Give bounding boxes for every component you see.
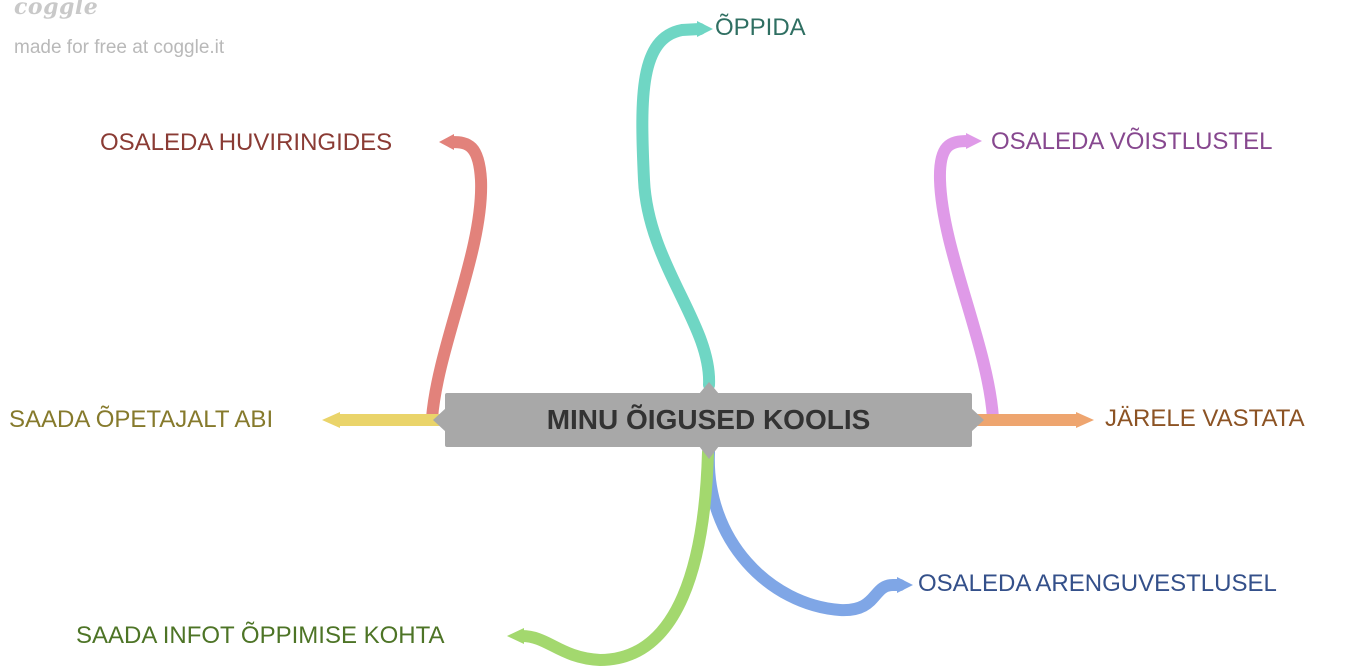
branch-line-voistlustel [933,135,999,424]
branch-arrow-voistlustel [966,133,982,149]
branch-arrow-jarele-vastata [1076,412,1094,428]
branch-arrow-oppida [697,21,713,37]
watermark-text: made for free at coggle.it [14,37,225,58]
branch-label-infot-oppimise[interactable]: SAADA INFOT ÕPPIMISE KOHTA [76,622,445,649]
branch-line-infot-oppimise [516,446,714,667]
branch-label-arenguvestlusel[interactable]: OSALEDA ARENGUVESTLUSEL [918,570,1277,597]
branch-arrow-infot-oppimise [507,628,524,644]
branch-arrow-huviringides [439,134,454,150]
center-left-notch [433,408,446,432]
branch-line-huviringides [426,136,488,424]
branch-label-oppida[interactable]: ÕPPIDA [715,14,806,41]
center-right-notch [971,408,984,432]
branch-label-jarele-vastata[interactable]: JÄRELE VASTATA [1105,405,1305,432]
branch-line-oppida [636,23,716,391]
center-node-label: MINU ÕIGUSED KOOLIS [546,404,871,435]
center-top-notch [699,382,719,394]
branch-arrow-opetajalt-abi [322,412,340,428]
branch-label-huviringides[interactable]: OSALEDA HUVIRINGIDES [100,129,393,156]
branch-line-arenguvestlusel [702,446,906,617]
center-node[interactable]: MINU ÕIGUSED KOOLIS [445,393,972,447]
branch-label-opetajalt-abi[interactable]: SAADA ÕPETAJALT ABI [9,406,274,433]
branch-label-voistlustel[interactable]: OSALEDA VÕISTLUSTEL [991,128,1273,155]
branch-arrow-arenguvestlusel [897,577,913,593]
coggle-logo: coggle [14,0,99,20]
center-bottom-notch [699,446,719,459]
